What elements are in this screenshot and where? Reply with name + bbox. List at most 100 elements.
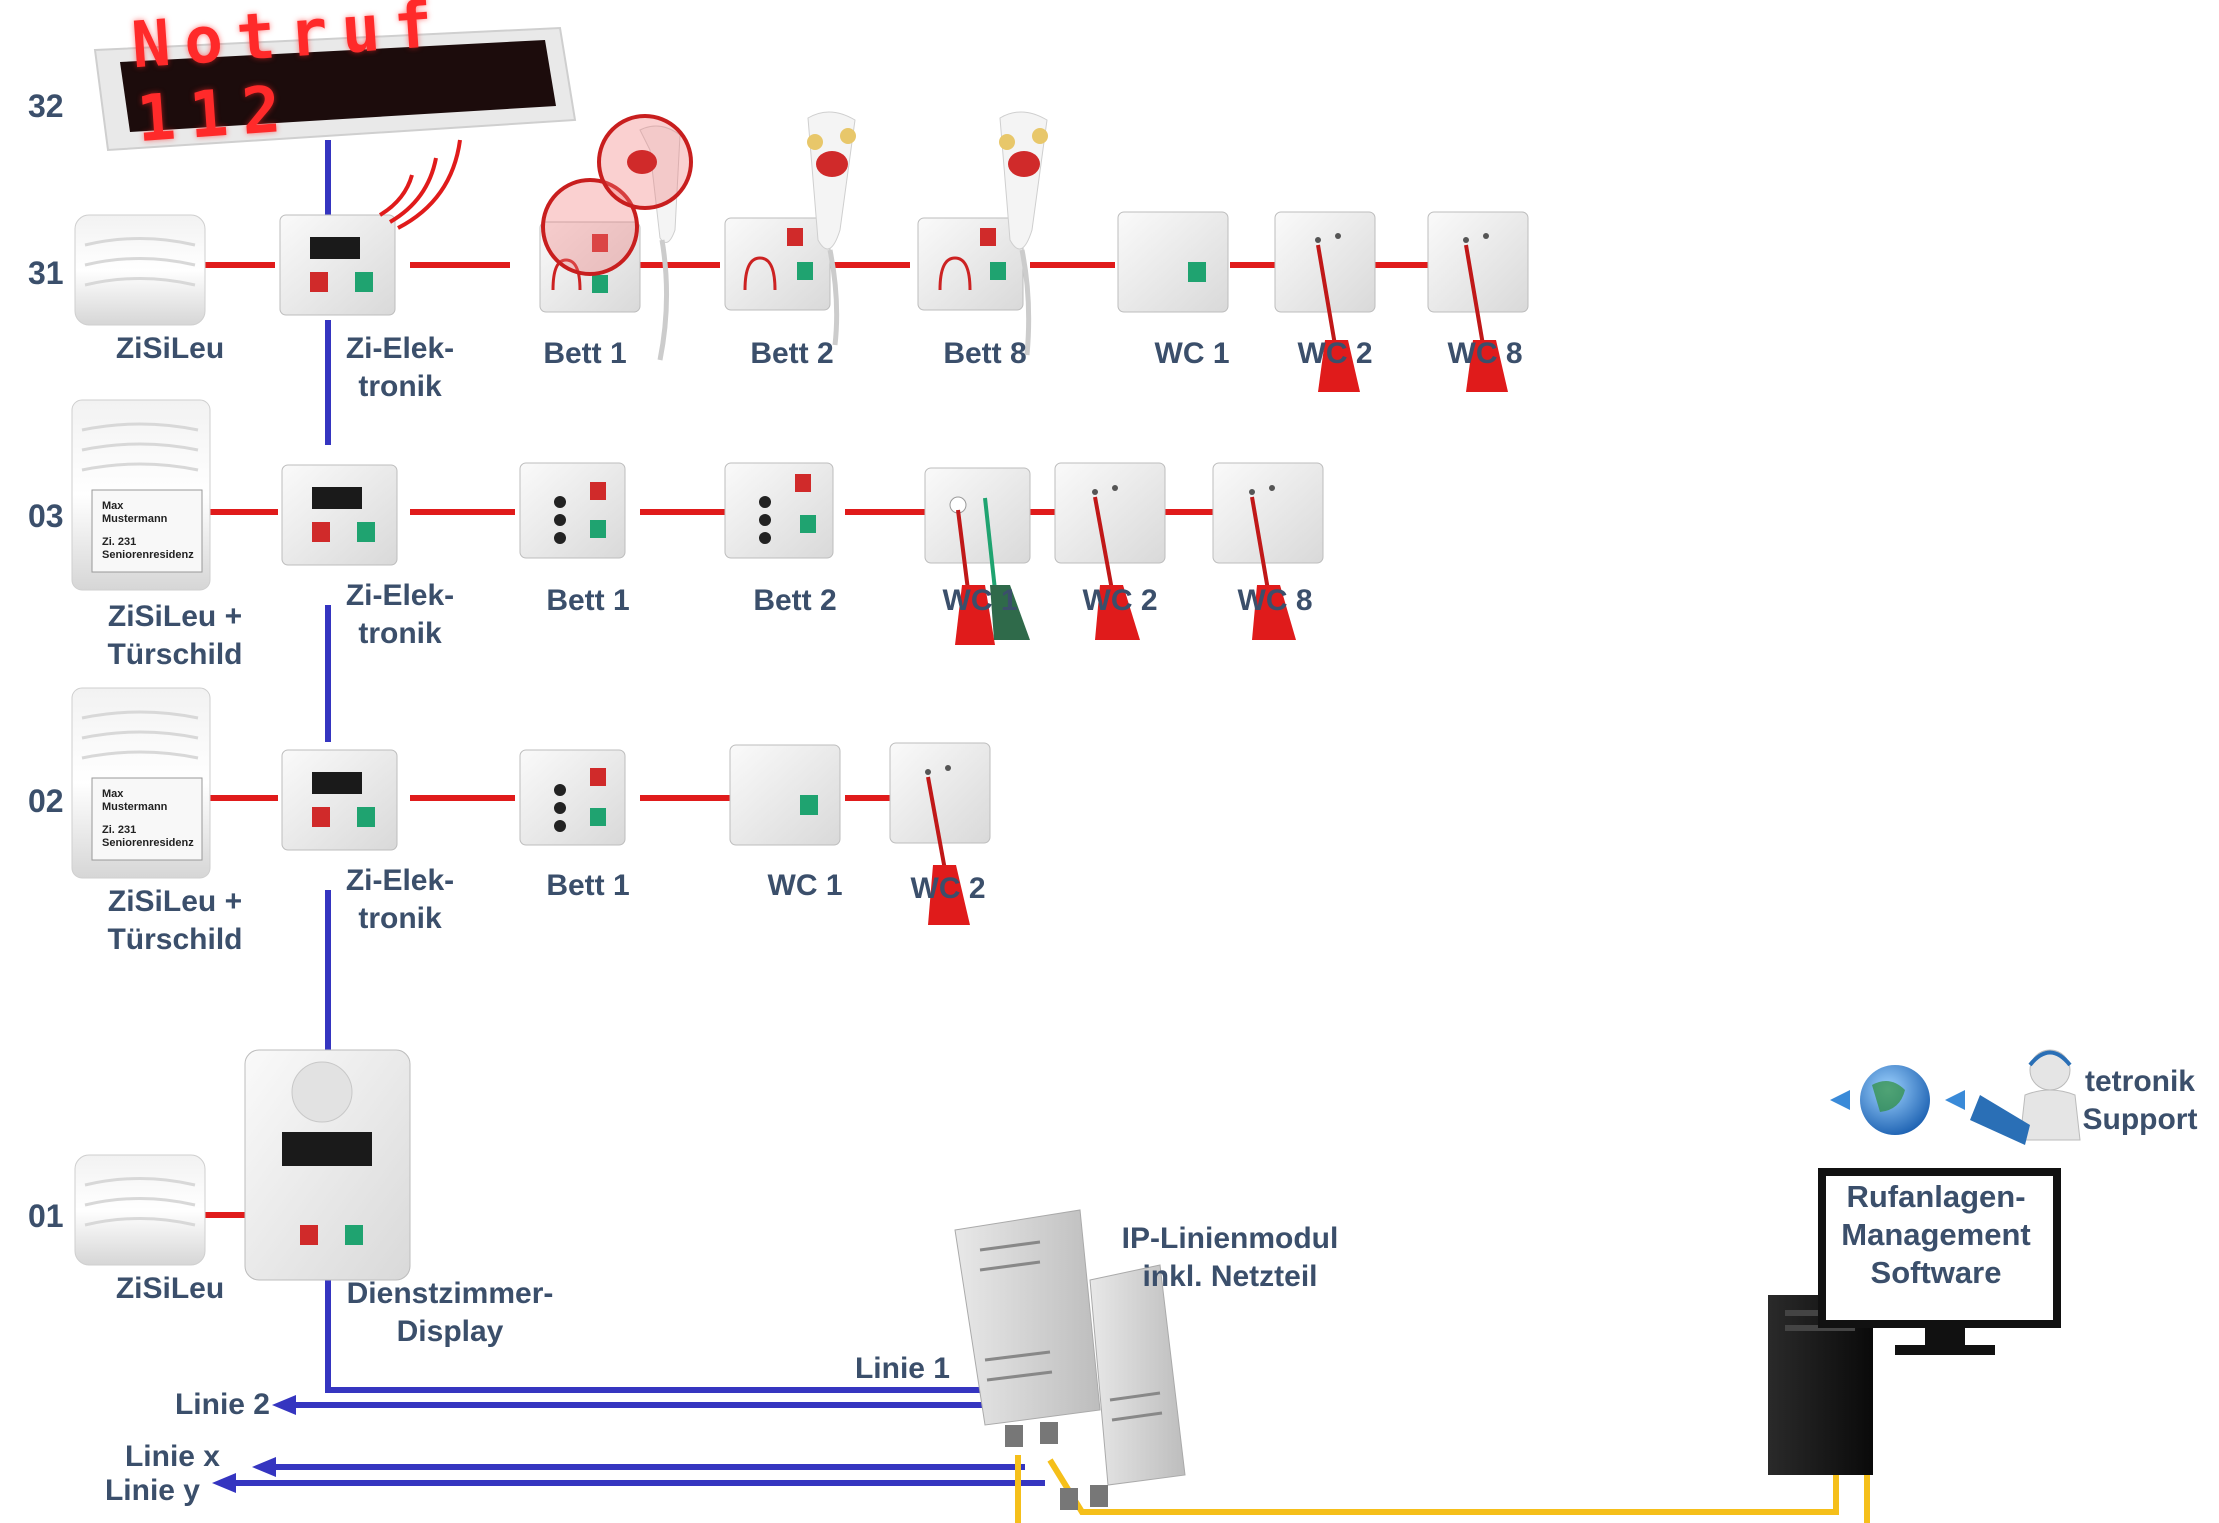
door-sign-text-02: Max Mustermann Zi. 231 Seniorenresidenz	[102, 788, 202, 850]
highlight-circle-icon	[541, 178, 639, 276]
zi-elektronik-03	[281, 464, 398, 566]
rj45-port-icon	[1040, 1422, 1058, 1444]
door-sign-line: Zi. 231	[102, 824, 137, 836]
door-sign-plate	[91, 489, 203, 573]
wc8-plate-03	[1212, 462, 1324, 564]
label-bett1-02: Bett 1	[546, 869, 630, 902]
support-icons	[1830, 1049, 2081, 1145]
zi-elektronik-02	[281, 749, 398, 851]
ethernet-cable-1	[1015, 1455, 1870, 1523]
rj45-port-icon	[1090, 1485, 1108, 1507]
label-wc8-31: WC 8	[1447, 337, 1523, 370]
label-linie2: Linie 2	[174, 1388, 270, 1421]
support-agent-icon	[2029, 1049, 2071, 1091]
label-zisileu-tuerschild-03: ZiSiLeu + Türschild	[107, 600, 243, 671]
door-sign-line: Mustermann	[102, 513, 168, 525]
pull-cord-icon	[1252, 585, 1296, 640]
speaker-icon	[291, 1061, 353, 1123]
label-bett2-03: Bett 2	[753, 584, 837, 617]
label-linie1: Linie 1	[854, 1352, 950, 1385]
row-label-01: 01	[28, 1198, 64, 1234]
arrow-left-icon	[1830, 1090, 1850, 1110]
label-wc1-02: WC 1	[767, 869, 843, 902]
notruf-led-sign	[93, 26, 577, 152]
door-sign-line: Mustermann	[102, 801, 168, 813]
row03-devices	[71, 399, 1324, 645]
door-sign-text-03: Max Mustermann Zi. 231 Seniorenresidenz	[102, 500, 202, 562]
management-computer	[1768, 1168, 2061, 1475]
bett1-plate-02	[519, 749, 626, 846]
label-wc2-03: WC 2	[1082, 584, 1158, 617]
door-sign-line: Seniorenresidenz	[102, 837, 194, 849]
label-wc1-03: WC 1	[942, 584, 1018, 617]
wc1-plate-02	[729, 744, 841, 846]
label-linie-x: Linie x	[124, 1440, 220, 1473]
row-label-32: 32	[28, 88, 64, 124]
bett2-plate-03	[724, 462, 834, 559]
bett8-plate-31	[917, 217, 1024, 311]
wc2-plate-02	[889, 742, 991, 844]
pull-cord-icon	[1095, 585, 1140, 640]
linie-y-arrow-icon	[212, 1473, 236, 1493]
linie2-arrow-icon	[272, 1395, 296, 1415]
label-bett1-03: Bett 1	[546, 584, 630, 617]
rj45-port-icon	[1060, 1488, 1078, 1510]
pull-cord-icon	[1318, 340, 1360, 392]
zi-elektronik-31	[279, 214, 396, 316]
wireless-signal-icon	[378, 139, 462, 230]
linie-x-arrow-icon	[252, 1457, 276, 1477]
pull-cord-icon	[955, 585, 995, 645]
ethernet-cables	[1015, 1455, 1870, 1523]
row02-devices	[71, 687, 991, 925]
door-sign-line: Max	[102, 500, 124, 512]
wc1-plate-03	[924, 467, 1031, 564]
zisileu-sensor-31	[74, 214, 206, 326]
pull-cord-icon	[1466, 340, 1508, 392]
zisileu-sensor-01	[74, 1154, 206, 1266]
ethernet-cable-2	[1047, 1458, 1839, 1515]
row-label-02: 02	[28, 783, 64, 819]
label-tetronik-support: tetronik Support	[2082, 1065, 2198, 1136]
label-bett2-31: Bett 2	[750, 337, 834, 370]
ip-linienmodul-device	[954, 1209, 1186, 1510]
door-sign-line: Zi. 231	[102, 536, 137, 548]
wc2-plate-31	[1274, 211, 1376, 313]
laptop-icon	[1970, 1095, 2030, 1145]
label-wc2-02: WC 2	[910, 872, 986, 905]
wc1-plate-31	[1117, 211, 1229, 313]
label-ip-linienmodul: IP-Linienmodul inkl. Netzteil	[1121, 1222, 1339, 1293]
pull-cord-green-icon	[990, 585, 1030, 640]
notruf-sign-text: Notruf 112	[129, 0, 449, 158]
row01-devices	[74, 1049, 411, 1281]
label-rufanlagen-software: Rufanlagen- Management Software	[1841, 1179, 2031, 1290]
label-wc2-31: WC 2	[1297, 337, 1373, 370]
blue-bus-lines	[212, 140, 1045, 1493]
linie1-wire	[325, 1280, 985, 1393]
row-label-31: 31	[28, 255, 64, 291]
pull-cord-icon	[928, 865, 970, 925]
bett2-plate-31	[724, 217, 831, 311]
row-label-03: 03	[28, 498, 64, 534]
door-sign-line: Seniorenresidenz	[102, 549, 194, 561]
rj45-port-icon	[1005, 1425, 1023, 1447]
label-bett8-31: Bett 8	[943, 337, 1027, 370]
arrow-left-icon	[1945, 1090, 1965, 1110]
label-linie-y: Linie y	[104, 1474, 200, 1507]
row31-devices	[74, 111, 1529, 392]
label-zisileu-31: ZiSiLeu	[115, 332, 225, 365]
label-wc8-03: WC 8	[1237, 584, 1313, 617]
bett1-plate-03	[519, 462, 626, 559]
label-zi-elektronik-03: Zi-Elek- tronik	[345, 579, 455, 650]
wc2-plate-03	[1054, 462, 1166, 564]
bett1-plate-31	[539, 221, 641, 313]
label-zi-elektronik-31: Zi-Elek- tronik	[345, 332, 455, 403]
label-zisileu-01: ZiSiLeu	[115, 1272, 225, 1305]
wc8-plate-31	[1427, 211, 1529, 313]
label-dienstzimmer-display: Dienstzimmer- Display	[346, 1277, 554, 1348]
label-zi-elektronik-02: Zi-Elek- tronik	[345, 864, 455, 935]
door-sign-plate	[91, 777, 203, 861]
label-zisileu-tuerschild-02: ZiSiLeu + Türschild	[107, 885, 243, 956]
label-bett1-31: Bett 1	[543, 337, 627, 370]
